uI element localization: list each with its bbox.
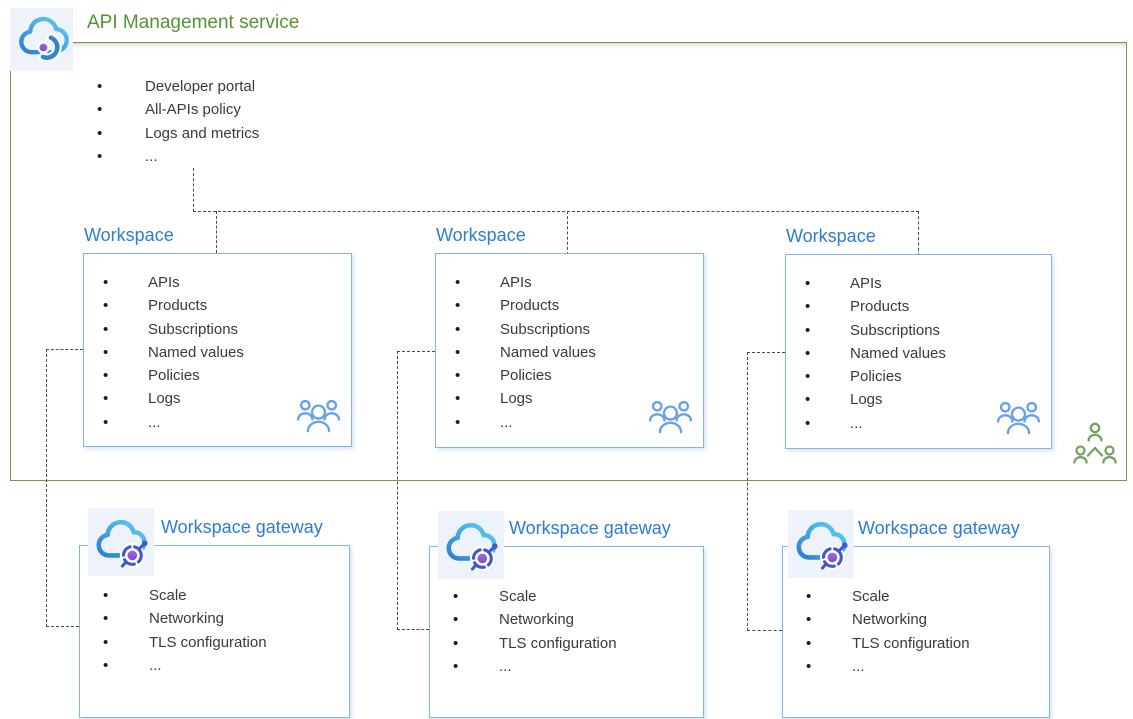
gateway-cloud-icon <box>438 511 504 579</box>
bullet-item: ... <box>80 654 267 678</box>
bullet-item: ... <box>786 412 946 436</box>
bullet-item: Logs <box>786 388 946 412</box>
workspace-title: Workspace <box>786 226 876 246</box>
bullet-item: Policies <box>786 365 946 389</box>
bullet-item: Networking <box>783 608 970 632</box>
bullet-item: ... <box>84 411 244 435</box>
gateway-cloud-icon <box>788 510 854 578</box>
gateway-feature-list: ScaleNetworkingTLS configuration... <box>783 585 970 678</box>
connector-drop-workspace-1 <box>216 211 217 253</box>
gateway-title: Workspace gateway <box>161 517 323 537</box>
service-feature-list: Developer portalAll-APIs policyLogs and … <box>88 75 259 168</box>
bullet-item: ... <box>436 411 596 435</box>
gateway-title: Workspace gateway <box>858 518 1020 538</box>
bullet-item: Products <box>786 295 946 319</box>
connector-ws3-gw3 <box>747 352 748 631</box>
gateway-cloud-icon <box>88 508 154 576</box>
bullet-item: Products <box>84 294 244 318</box>
bullet-item: Logs <box>84 387 244 411</box>
bullet-item: Subscriptions <box>786 319 946 343</box>
connector-trunk-stem <box>193 168 194 212</box>
connector-ws2-gw2 <box>397 629 429 630</box>
workspace-feature-list: APIsProductsSubscriptionsNamed valuesPol… <box>436 271 596 434</box>
workspace-feature-list: APIsProductsSubscriptionsNamed valuesPol… <box>84 271 244 434</box>
people-group-icon <box>996 401 1041 435</box>
gateway-feature-list: ScaleNetworkingTLS configuration... <box>80 584 267 677</box>
gateway-title: Workspace gateway <box>509 518 671 538</box>
workspace-title: Workspace <box>436 225 526 245</box>
connector-drop-workspace-2 <box>567 211 568 255</box>
bullet-item: Networking <box>80 607 267 631</box>
bullet-item: Logs and metrics <box>88 122 259 146</box>
bullet-item: Named values <box>786 342 946 366</box>
workspace-box: APIsProductsSubscriptionsNamed valuesPol… <box>435 253 704 448</box>
bullet-item: APIs <box>786 272 946 296</box>
bullet-item: ... <box>88 145 259 169</box>
bullet-item: Policies <box>436 364 596 388</box>
bullet-item: Named values <box>84 341 244 365</box>
bullet-item: Scale <box>430 585 617 609</box>
bullet-item: ... <box>430 655 617 679</box>
connector-ws1-gw1 <box>46 349 83 350</box>
bullet-item: Scale <box>80 584 267 608</box>
bullet-item: TLS configuration <box>80 631 267 655</box>
connector-drop-workspace-3 <box>918 211 919 256</box>
connector-ws2-gw2 <box>397 351 435 352</box>
connector-ws1-gw1 <box>46 626 79 627</box>
bullet-item: APIs <box>84 271 244 295</box>
bullet-item: Subscriptions <box>436 318 596 342</box>
service-title: API Management service <box>87 12 300 33</box>
bullet-item: Subscriptions <box>84 318 244 342</box>
people-group-icon <box>648 400 693 434</box>
bullet-item: TLS configuration <box>783 632 970 656</box>
connector-ws2-gw2 <box>397 351 398 630</box>
org-people-icon <box>1073 422 1117 464</box>
bullet-item: Named values <box>436 341 596 365</box>
workspace-feature-list: APIsProductsSubscriptionsNamed valuesPol… <box>786 272 946 435</box>
bullet-item: TLS configuration <box>430 632 617 656</box>
connector-ws1-gw1 <box>46 349 47 627</box>
connector-ws3-gw3 <box>747 630 782 631</box>
connector-ws3-gw3 <box>747 352 785 353</box>
people-group-icon <box>296 399 341 433</box>
bullet-item: All-APIs policy <box>88 98 259 122</box>
gateway-feature-list: ScaleNetworkingTLS configuration... <box>430 585 617 678</box>
bullet-item: Policies <box>84 364 244 388</box>
bullet-item: Scale <box>783 585 970 609</box>
bullet-item: Networking <box>430 608 617 632</box>
workspace-box: APIsProductsSubscriptionsNamed valuesPol… <box>785 254 1052 449</box>
workspace-title: Workspace <box>84 225 174 245</box>
connector-trunk-bar <box>193 211 919 212</box>
workspace-box: APIsProductsSubscriptionsNamed valuesPol… <box>83 253 352 447</box>
bullet-item: Logs <box>436 387 596 411</box>
bullet-item: Developer portal <box>88 75 259 99</box>
bullet-item: Products <box>436 294 596 318</box>
bullet-item: ... <box>783 655 970 679</box>
bullet-item: APIs <box>436 271 596 295</box>
api-management-cloud-icon <box>10 8 73 71</box>
